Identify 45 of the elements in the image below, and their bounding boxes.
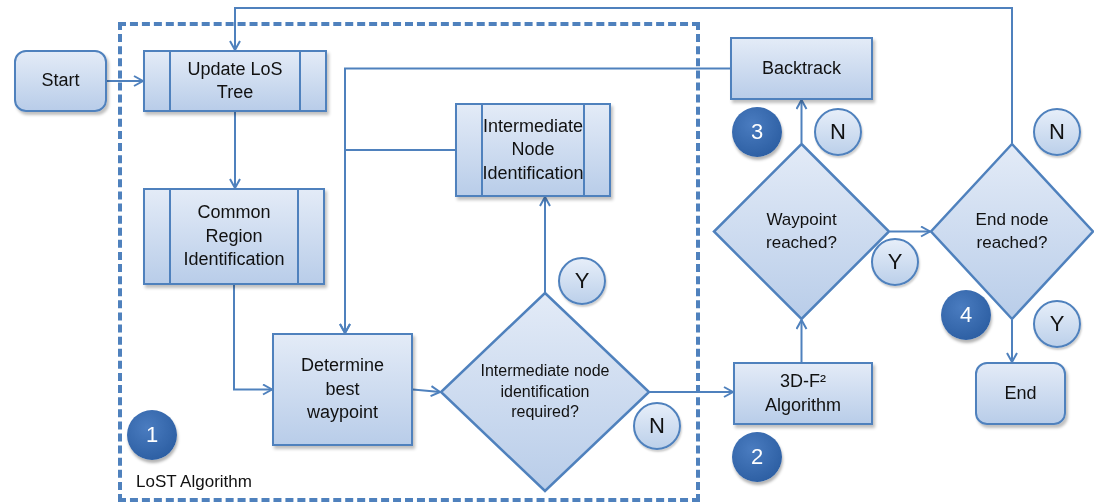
node-label: Common Region Identification	[182, 201, 286, 272]
terminal-box	[14, 50, 107, 112]
node-label: End	[1004, 381, 1037, 405]
node-label: 3D-F² Algorithm	[764, 370, 842, 417]
node-label: End node reached?	[974, 209, 1050, 254]
decision-diamond	[440, 292, 650, 492]
process-box	[272, 333, 413, 446]
arrow	[339, 67, 731, 334]
node-label: Determine best waypoint	[300, 354, 385, 425]
predefined-process-box	[143, 188, 325, 285]
process-box	[730, 37, 873, 100]
node-label: Start	[41, 69, 80, 93]
outcome-badge: Y	[558, 257, 606, 305]
node-label: Intermediate node identification required?	[479, 360, 611, 423]
terminal-box	[975, 362, 1066, 425]
arrow	[795, 319, 808, 363]
process-box	[733, 362, 873, 425]
node-label: Waypoint reached?	[765, 209, 838, 254]
arrow	[229, 7, 1013, 144]
arrow	[1006, 319, 1018, 363]
group-label: LoST Algorithm	[136, 472, 252, 492]
arrow	[889, 225, 931, 238]
step-number-badge: 3	[732, 107, 782, 157]
arrow	[539, 196, 551, 293]
outcome-badge: Y	[871, 238, 919, 286]
outcome-badge: Y	[1033, 300, 1081, 348]
predefined-process-box	[455, 103, 611, 197]
node-label: Intermediate Node Identification	[481, 114, 585, 185]
dashed-group-box	[118, 22, 700, 502]
step-number-badge: 4	[941, 290, 991, 340]
step-number-badge: 2	[732, 432, 782, 482]
node-label: Update LoS Tree	[186, 57, 284, 104]
arrow	[795, 99, 808, 144]
arrow	[649, 386, 734, 398]
arrow	[229, 111, 241, 189]
arrow	[233, 284, 273, 396]
step-number-badge: 1	[127, 410, 177, 460]
arrow	[106, 75, 144, 87]
outcome-badge: N	[814, 108, 862, 156]
arrow	[412, 385, 441, 398]
node-label: Backtrack	[761, 56, 842, 80]
decision-diamond	[713, 143, 890, 320]
outcome-badge: N	[633, 402, 681, 450]
outcome-badge: N	[1033, 108, 1081, 156]
predefined-process-box	[143, 50, 327, 112]
